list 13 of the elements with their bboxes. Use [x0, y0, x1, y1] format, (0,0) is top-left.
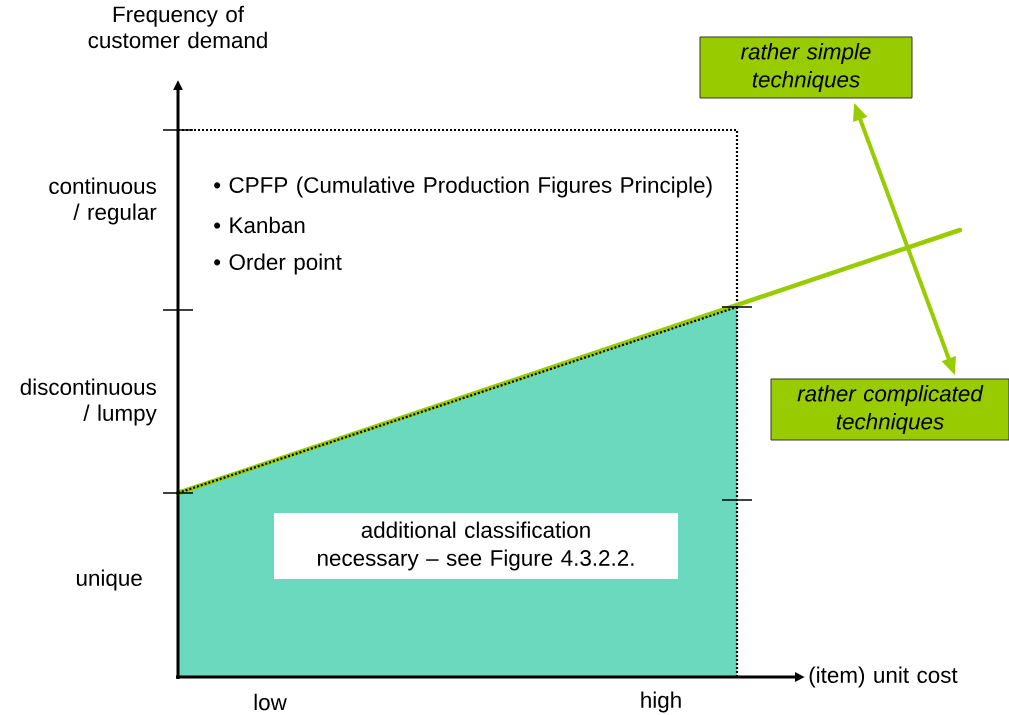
note-box: additional classification necessary – see Figure 4.3.2.2.: [274, 513, 678, 579]
axis-label: unique: [76, 569, 142, 591]
axis-label: low: [254, 693, 287, 711]
technique-box: rather complicated techniques: [770, 378, 1009, 441]
axis-label: Frequency of customer demand: [88, 5, 267, 49]
technique-box: rather simple techniques: [699, 36, 913, 99]
axis-label: continuous / regular: [49, 177, 157, 225]
axis-label: (item) unit cost: [809, 666, 958, 688]
axis-label: high: [641, 691, 681, 713]
axis-label: discontinuous / lumpy: [20, 378, 157, 426]
axis-label: • Order point: [214, 253, 342, 275]
axis-label: • CPFP (Cumulative Production Figures Principle): [214, 176, 712, 198]
axis-label: • Kanban: [214, 216, 305, 234]
